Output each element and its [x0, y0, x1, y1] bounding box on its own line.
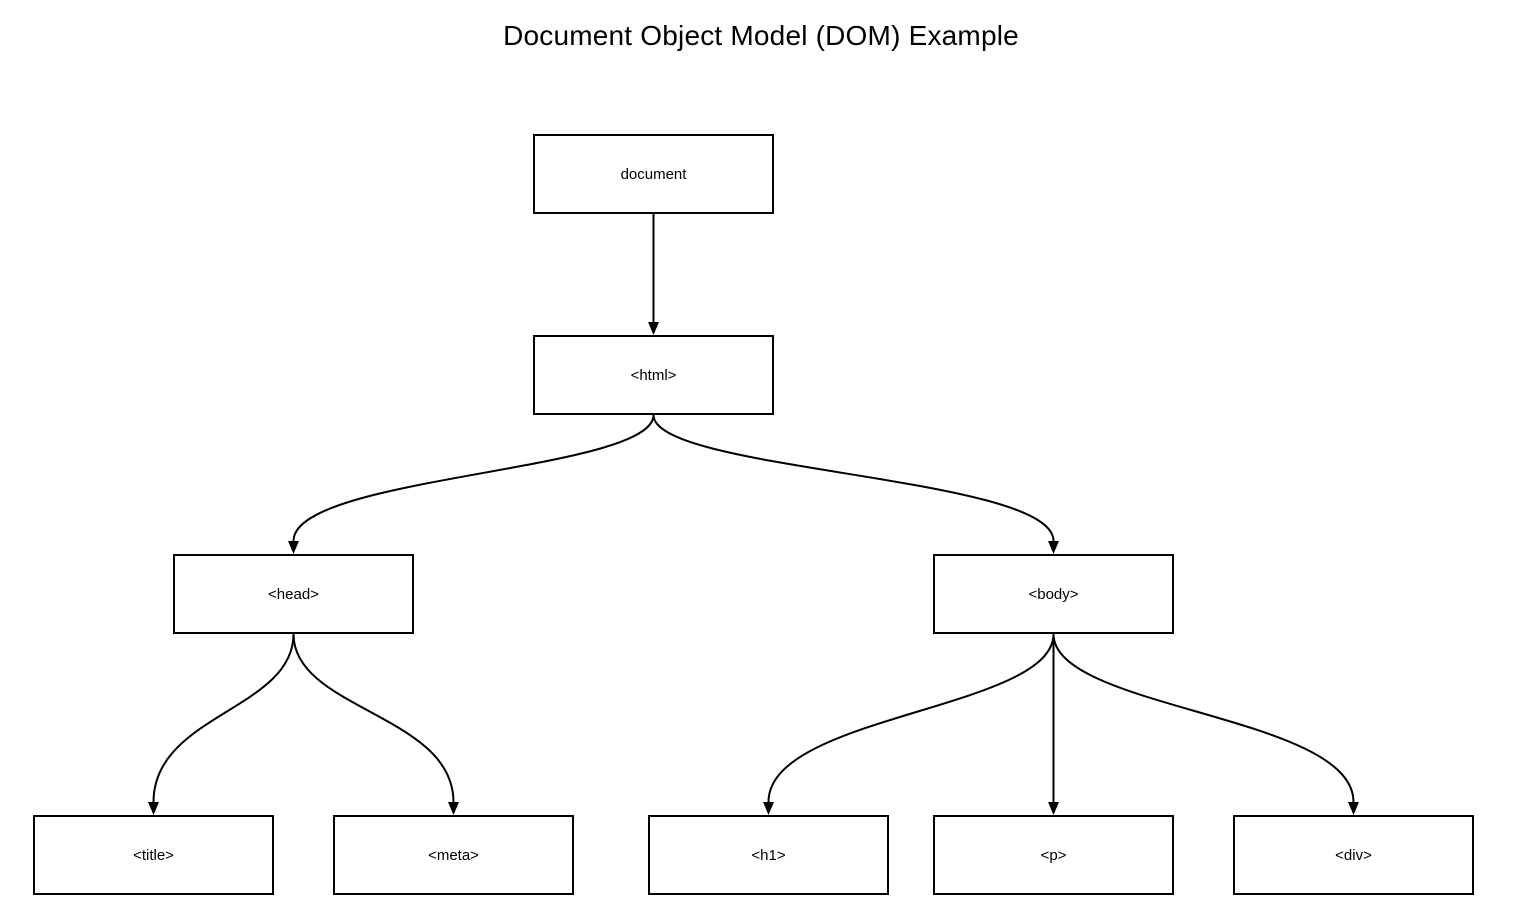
node-h1[interactable]: <h1>	[648, 815, 889, 895]
arrowhead-icon	[648, 322, 659, 335]
node-p[interactable]: <p>	[933, 815, 1174, 895]
arrowhead-icon	[1048, 802, 1059, 815]
edge-line	[767, 633, 1055, 803]
edge-body-to-div	[1052, 633, 1359, 815]
edge-line	[292, 633, 455, 803]
node-label-body: <body>	[1028, 585, 1079, 603]
node-html[interactable]: <html>	[533, 335, 774, 415]
edge-line	[292, 414, 655, 542]
edge-line	[152, 633, 295, 803]
node-label-title: <title>	[133, 846, 174, 864]
arrowhead-icon	[763, 802, 774, 815]
arrowhead-icon	[1048, 541, 1059, 554]
node-label-meta: <meta>	[428, 846, 479, 864]
node-div[interactable]: <div>	[1233, 815, 1474, 895]
node-meta[interactable]: <meta>	[333, 815, 574, 895]
edge-document-to-html	[648, 214, 659, 335]
edge-line	[1052, 633, 1355, 803]
arrowhead-icon	[1348, 802, 1359, 815]
node-label-h1: <h1>	[751, 846, 786, 864]
edge-line	[652, 414, 1055, 542]
arrowhead-icon	[148, 802, 159, 815]
edge-html-to-head	[288, 414, 655, 554]
node-document[interactable]: document	[533, 134, 774, 214]
node-body[interactable]: <body>	[933, 554, 1174, 634]
node-label-p: <p>	[1040, 846, 1067, 864]
node-head[interactable]: <head>	[173, 554, 414, 634]
node-title[interactable]: <title>	[33, 815, 274, 895]
page-title: Document Object Model (DOM) Example	[503, 20, 1019, 51]
edge-head-to-meta	[292, 633, 459, 815]
node-label-document: document	[620, 165, 687, 183]
edge-body-to-h1	[763, 633, 1055, 815]
node-label-div: <div>	[1335, 846, 1372, 864]
arrowhead-icon	[448, 802, 459, 815]
edge-html-to-body	[652, 414, 1059, 554]
edge-body-to-p	[1048, 634, 1059, 815]
node-label-html: <html>	[630, 366, 677, 384]
edge-head-to-title	[148, 633, 295, 815]
arrowhead-icon	[288, 541, 299, 554]
node-label-head: <head>	[268, 585, 319, 603]
